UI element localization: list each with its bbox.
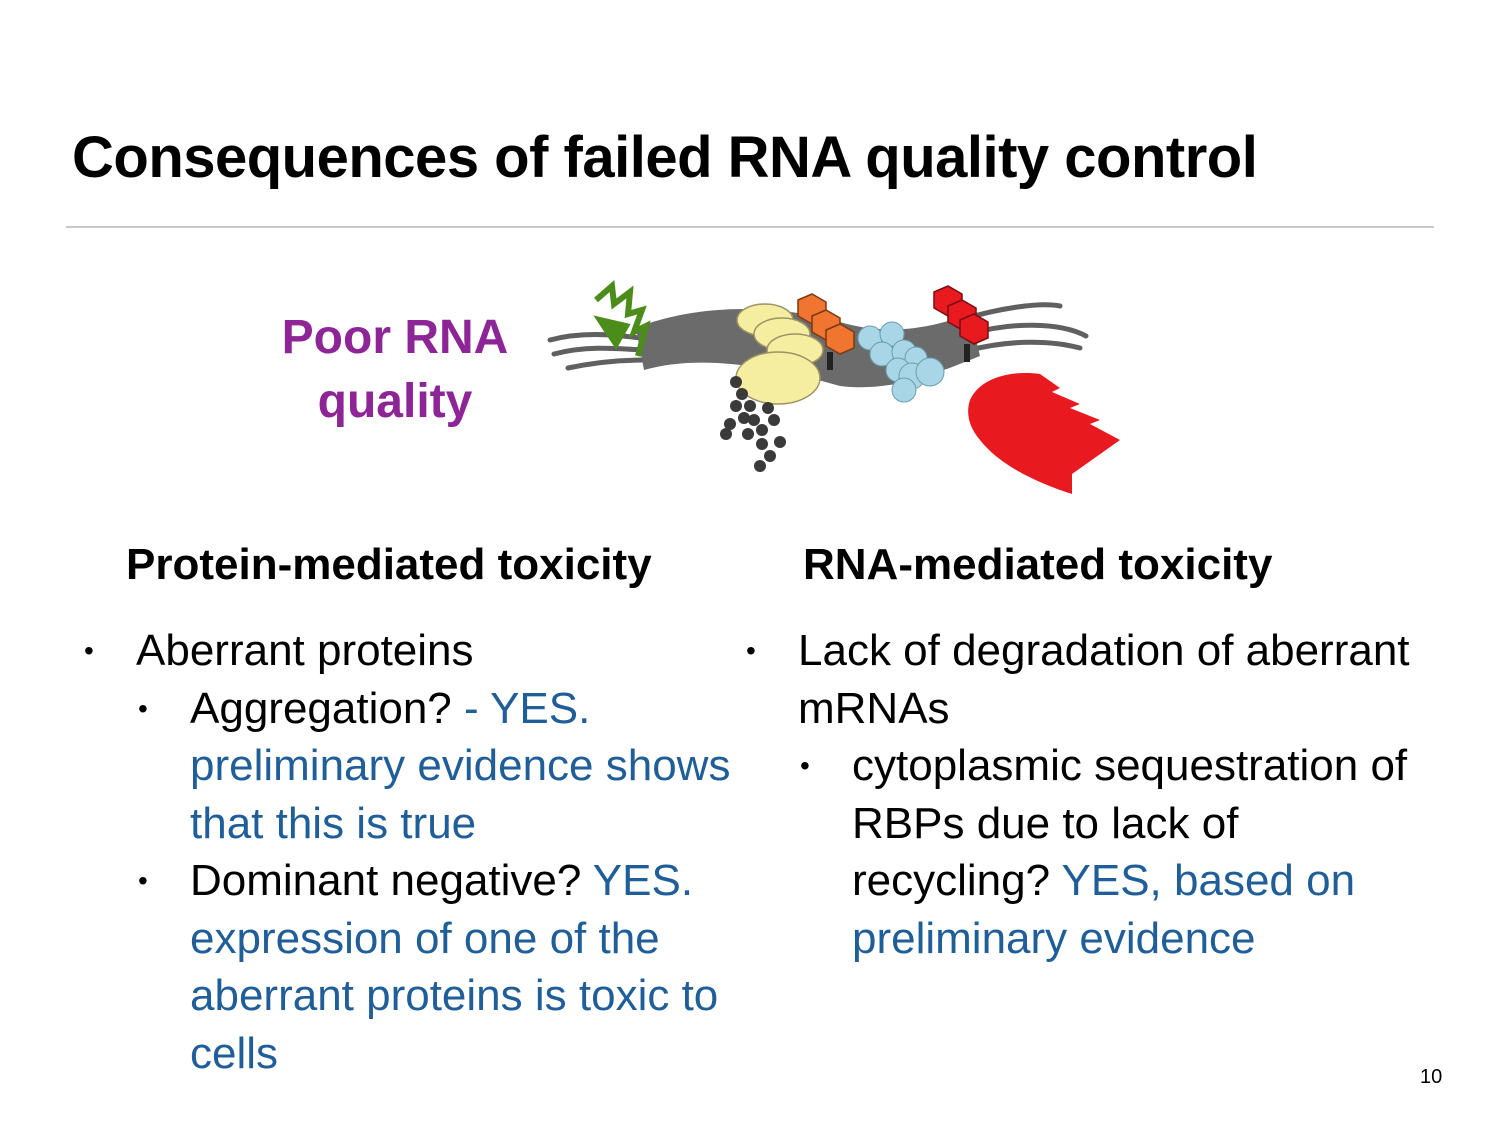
bullet-dot: •: [800, 750, 810, 781]
list-item: • Aberrant proteins: [84, 622, 744, 680]
list-item-answer: YES, based on preliminary evidence: [852, 856, 1356, 963]
rbp-cluster: [857, 321, 945, 403]
page-number: 10: [1420, 1066, 1443, 1088]
list-item: • Aggregation? - YES. preliminary eviden…: [84, 680, 744, 853]
protein-toxicity-heading: Protein-mediated toxicity: [126, 540, 652, 589]
poor-rna-quality-line1: Poor RNA: [281, 311, 509, 364]
red-proteins-bound: [933, 285, 989, 362]
protein-toxicity-list: • Aberrant proteins • Aggregation? - YES…: [84, 622, 744, 1082]
bullet-dot: •: [138, 692, 148, 724]
orange-proteins: [797, 293, 855, 370]
list-item-question: Dominant negative?: [190, 856, 593, 905]
bullet-dot: •: [138, 865, 148, 896]
list-item: • Dominant negative? YES. expression of …: [84, 852, 744, 1082]
list-item-question: Aggregation?: [190, 683, 464, 733]
poor-rna-quality-label: Poor RNA quality: [250, 306, 540, 434]
list-item: • cytoplasmic sequestration of RBPs due …: [746, 737, 1426, 967]
rna-complex-illustration: [547, 279, 1120, 494]
list-item-question: cytoplasmic sequestration of RBPs due to…: [852, 741, 1408, 905]
rna-toxicity-list: • Lack of degradation of aberrant mRNAs …: [746, 622, 1426, 967]
red-protein-aggregate: [968, 373, 1120, 494]
bullet-dot: •: [84, 635, 94, 666]
ribosome: [735, 303, 824, 405]
list-item-answer: YES. expression of one of the aberrant p…: [190, 856, 719, 1078]
nascent-peptide: [720, 376, 786, 472]
list-item-text: Lack of degradation of aberrant mRNAs: [798, 626, 1410, 733]
list-item-answer: - YES. preliminary evidence shows that t…: [190, 683, 731, 848]
poor-rna-quality-line2: quality: [317, 375, 473, 428]
list-item-text: Aberrant proteins: [136, 626, 474, 675]
title-divider: [66, 226, 1434, 228]
list-item: • Lack of degradation of aberrant mRNAs: [746, 622, 1426, 737]
green-factor: [593, 279, 651, 357]
bullet-dot: •: [746, 635, 756, 666]
rna-toxicity-heading: RNA-mediated toxicity: [803, 540, 1273, 589]
rna-strands-left: [547, 332, 647, 371]
slide-title: Consequences of failed RNA quality contr…: [72, 125, 1258, 190]
